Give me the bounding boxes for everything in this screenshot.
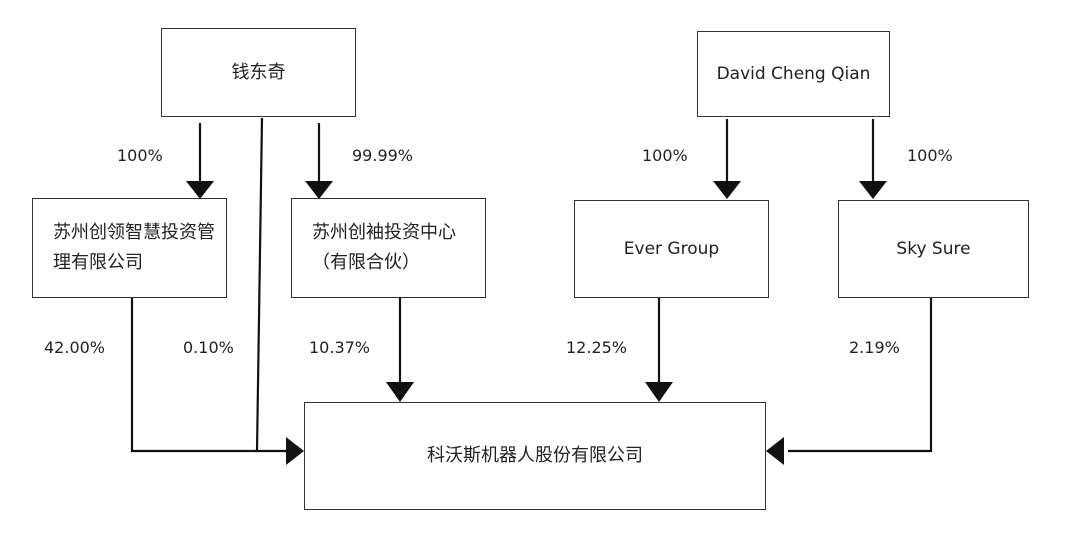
node-sky-sure: Sky Sure <box>838 200 1029 298</box>
arrowhead-skysure <box>859 181 887 199</box>
arrowhead-chuangling <box>186 181 214 199</box>
node-ecovacs: 科沃斯机器人股份有限公司 <box>304 402 766 510</box>
edge-label: 100% <box>907 146 953 165</box>
edge-label: 12.25% <box>566 338 628 357</box>
node-label: 钱东奇 <box>231 61 286 83</box>
edge-chuangling-to-ecovacs <box>130 298 288 453</box>
edge-label: 0.10% <box>183 338 234 357</box>
arrowhead-ecovacs-right <box>766 437 784 465</box>
arrowhead-chuangxiu <box>305 181 333 199</box>
edge-label: 99.99% <box>352 146 414 165</box>
edge-skysure-to-ecovacs <box>788 298 933 453</box>
node-suzhou-chuangxiu: 苏州创袖投资中心（有限合伙） <box>291 198 486 298</box>
node-ever-group: Ever Group <box>574 200 769 298</box>
edge-label: 100% <box>117 146 163 165</box>
node-label: Sky Sure <box>896 239 971 259</box>
edge-label: 100% <box>642 146 688 165</box>
node-label: Ever Group <box>623 239 720 259</box>
node-label: 科沃斯机器人股份有限公司 <box>427 445 643 466</box>
edge-label: 2.19% <box>849 338 900 357</box>
arrowhead-ecovacs-left <box>286 437 304 465</box>
arrowhead-evergroup <box>713 181 741 199</box>
node-label: 苏州创领智慧投资管理有限公司 <box>53 222 215 273</box>
edge-label: 42.00% <box>44 338 106 357</box>
arrowhead-ecovacs-from-evergroup <box>645 382 673 402</box>
edge-label: 10.37% <box>309 338 371 357</box>
node-label: David Cheng Qian <box>716 64 871 84</box>
edge-qian-to-ecovacs <box>255 117 264 452</box>
node-label: 苏州创袖投资中心（有限合伙） <box>312 222 456 273</box>
node-david-cheng-qian: David Cheng Qian <box>697 31 890 117</box>
arrowhead-ecovacs-from-chuangxiu <box>386 382 414 402</box>
node-suzhou-chuangling: 苏州创领智慧投资管理有限公司 <box>32 198 227 298</box>
node-qian-dongqi: 钱东奇 <box>161 28 356 117</box>
